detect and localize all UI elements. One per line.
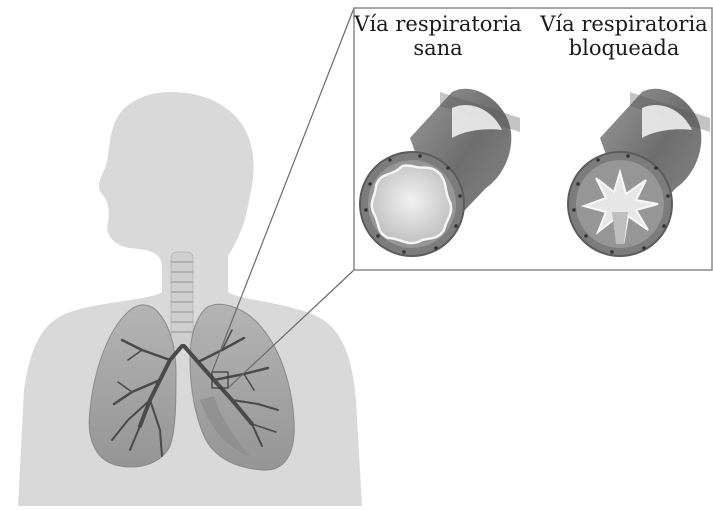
blocked-airway-label: Vía respiratoria bloqueada [538,12,710,60]
blocked-airway-label-line1: Vía respiratoria [538,12,710,36]
healthy-airway-label: Vía respiratoria sana [352,12,524,60]
healthy-airway-label-line2: sana [352,36,524,60]
trachea [171,252,193,348]
healthy-airway-label-line1: Vía respiratoria [352,12,524,36]
blocked-airway-label-line2: bloqueada [538,36,710,60]
